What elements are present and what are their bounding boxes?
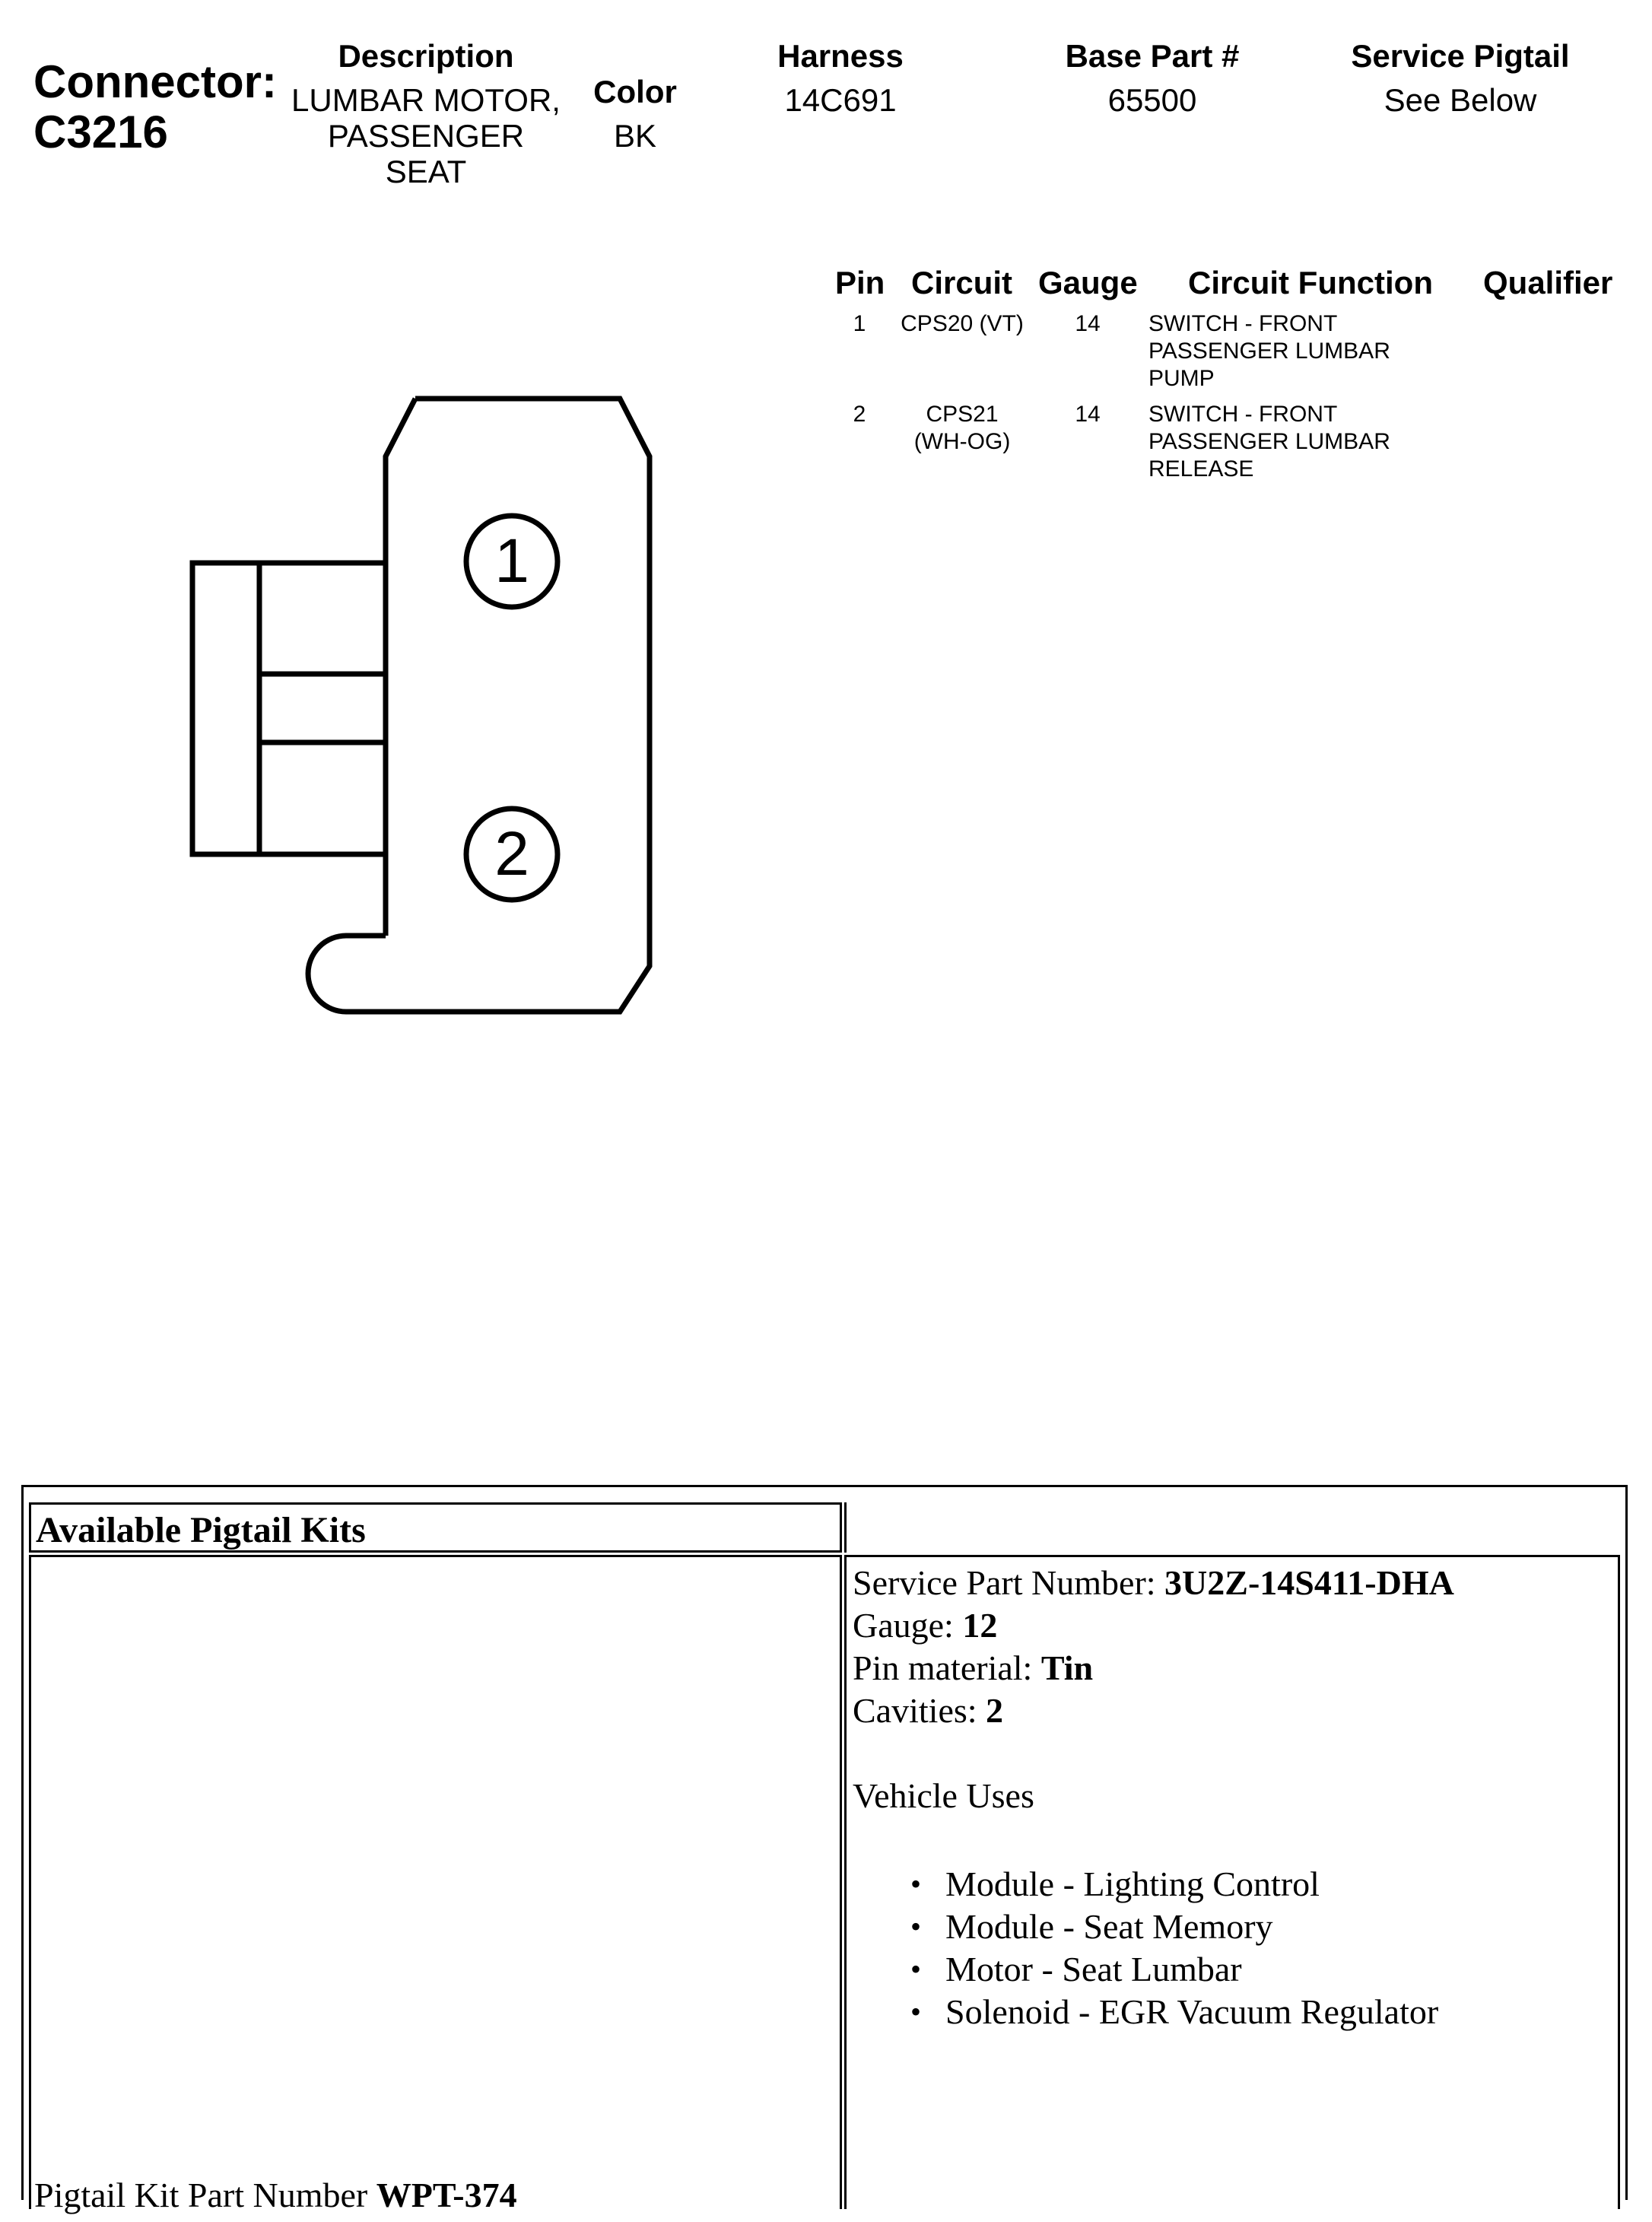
color-title: Color [593, 74, 677, 110]
service-part-line: Service Part Number: 3U2Z-14S411-DHA [853, 1562, 1454, 1604]
function-cell: SWITCH - FRONT PASSENGER LUMBAR PUMP [1148, 310, 1468, 393]
gauge-cell: 14 [1075, 311, 1101, 336]
connector-face-diagram: 1 2 [189, 396, 653, 1015]
circuit-column-header: Circuit [911, 265, 1013, 300]
qualifier-column-header: Qualifier [1483, 265, 1613, 300]
connector-body-outline [354, 396, 653, 1015]
pigtail-kits-title-cell: Available Pigtail Kits [29, 1502, 842, 1553]
description-line-1: LUMBAR MOTOR, [291, 82, 561, 118]
service-part-label: Service Part Number: [853, 1563, 1165, 1602]
connector-id: C3216 [33, 106, 168, 157]
pin-2-label: 2 [494, 819, 529, 888]
description-line-2: PASSENGER [327, 118, 525, 154]
vehicle-use-item: Module - Lighting Control [906, 1863, 1454, 1906]
pin-material-label: Pin material: [853, 1648, 1041, 1687]
connector-heading: Connector: C3216 [33, 57, 277, 157]
gauge-cell: 14 [1075, 402, 1101, 427]
pigtail-kits-header-blank [844, 1502, 1622, 1553]
pigtail-kits-title: Available Pigtail Kits [36, 1510, 366, 1550]
function-cell: SWITCH - FRONT PASSENGER LUMBAR RELEASE [1148, 401, 1468, 483]
gauge-column-header: Gauge [1038, 265, 1138, 300]
cavities-value: 2 [986, 1691, 1004, 1730]
pin-1-circle [463, 513, 561, 610]
service-part-value: 3U2Z-14S411-DHA [1164, 1563, 1454, 1602]
description-line-3: SEAT [385, 154, 467, 189]
pigtail-kit-image-cell: Pigtail Kit Part Number WPT-374 [29, 1555, 842, 2214]
kit-part-number: Pigtail Kit Part Number WPT-374 [34, 2174, 517, 2217]
service-pigtail-title: Service Pigtail [1351, 38, 1570, 74]
connector-latch [305, 933, 386, 1015]
color-value: BK [613, 118, 657, 154]
function-line: PUMP [1148, 366, 1215, 391]
circuit-line: CPS20 (VT) [901, 311, 1024, 336]
pin-cell: 1 [853, 311, 866, 336]
pin-1-label: 1 [494, 526, 529, 596]
pin-cell: 2 [853, 402, 866, 427]
gauge-value: 12 [962, 1606, 998, 1645]
pin-material-line: Pin material: Tin [853, 1647, 1454, 1690]
function-line: PASSENGER LUMBAR [1148, 429, 1390, 454]
cavities-line: Cavities: 2 [853, 1690, 1454, 1732]
gauge-line: Gauge: 12 [853, 1604, 1454, 1647]
kit-part-value: WPT-374 [376, 2176, 517, 2214]
harness-title: Harness [777, 38, 904, 74]
vehicle-use-item: Module - Seat Memory [906, 1906, 1454, 1948]
circuit-cell: CPS20 (VT) [882, 310, 1042, 338]
connector-side-tab [189, 560, 386, 857]
vehicle-uses-title: Vehicle Uses [853, 1776, 1034, 1815]
vehicle-use-item: Solenoid - EGR Vacuum Regulator [906, 1991, 1454, 2033]
cavities-label: Cavities: [853, 1691, 986, 1730]
function-line: SWITCH - FRONT [1148, 311, 1338, 336]
pin-column-header: Pin [835, 265, 885, 300]
circuit-cell: CPS21 (WH-OG) [882, 401, 1042, 456]
harness-value: 14C691 [784, 82, 897, 118]
function-line: RELEASE [1148, 456, 1254, 482]
description-title: Description [338, 38, 514, 74]
circuit-line: (WH-OG) [913, 429, 1011, 454]
vehicle-uses-list: Module - Lighting Control Module - Seat … [906, 1863, 1454, 2033]
gauge-label: Gauge: [853, 1606, 963, 1645]
connector-label: Connector: [33, 56, 277, 107]
kit-details: Service Part Number: 3U2Z-14S411-DHA Gau… [853, 1562, 1454, 2033]
circuit-line: CPS21 [926, 402, 999, 427]
base-part-title: Base Part # [1065, 38, 1240, 74]
pigtail-kits-frame [21, 1485, 1628, 2200]
base-part-value: 65500 [1107, 82, 1197, 118]
pin-material-value: Tin [1040, 1648, 1094, 1687]
function-column-header: Circuit Function [1188, 265, 1433, 300]
pin-2-circle [463, 806, 561, 903]
connector-left-edge [383, 397, 418, 936]
description-value: LUMBAR MOTOR, PASSENGER SEAT [274, 82, 578, 189]
vehicle-use-item: Motor - Seat Lumbar [906, 1948, 1454, 1991]
function-line: PASSENGER LUMBAR [1148, 339, 1390, 364]
function-line: SWITCH - FRONT [1148, 402, 1338, 427]
service-pigtail-value: See Below [1384, 82, 1537, 118]
pigtail-kit-details-cell: Service Part Number: 3U2Z-14S411-DHA Gau… [844, 1555, 1620, 2209]
kit-part-label: Pigtail Kit Part Number [34, 2176, 376, 2214]
